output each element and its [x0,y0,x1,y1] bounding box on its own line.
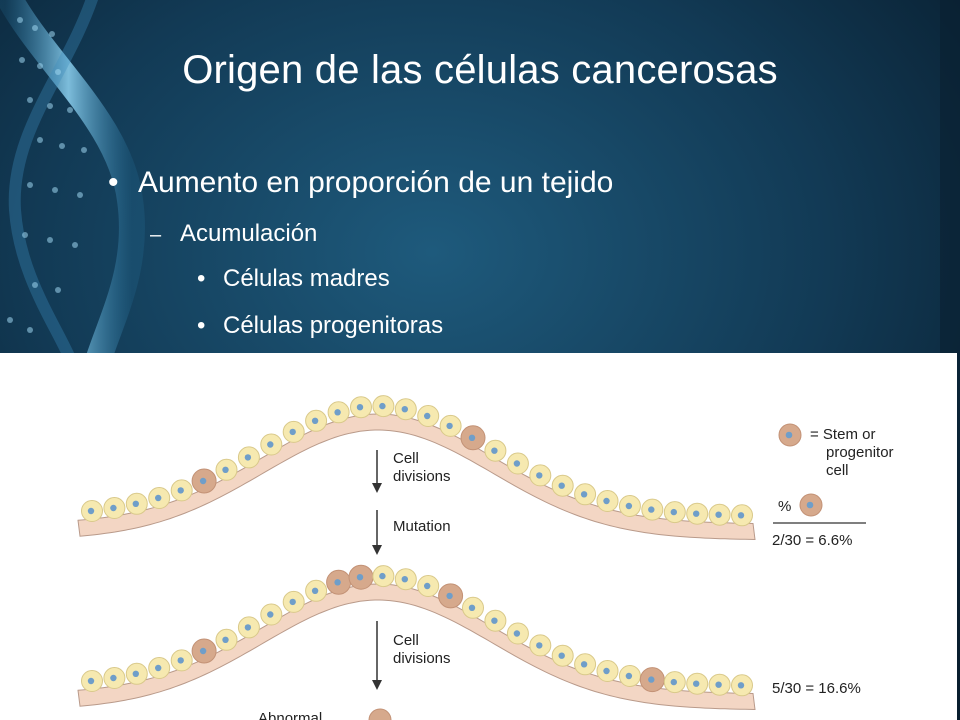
tissue-band [77,583,756,711]
legend-text: = Stem or progenitor cell [810,426,898,479]
normal-cell [417,575,440,597]
stem-cell-icon [799,493,823,517]
arrow-label-line: divisions [393,468,451,485]
arrow-cell-divisions-2 [372,621,382,690]
normal-cell [327,401,350,424]
normal-cell [462,596,484,619]
normal-cell [551,474,574,497]
normal-cell [260,433,283,456]
normal-cell [506,452,529,475]
abnormal-label: Abnormal [258,710,322,720]
normal-cell [237,616,260,639]
normal-cell [663,671,686,694]
normal-cell [394,568,417,591]
normal-cell [350,396,372,419]
normal-cell [439,414,462,437]
normal-cell [103,667,126,689]
normal-cell [215,628,238,651]
normal-cell [125,492,148,515]
stem-cell [191,468,217,494]
bullet-dot-icon: • [108,166,119,199]
stem-cell [438,583,464,609]
normal-cell [394,398,417,421]
normal-cell [731,504,753,527]
bullet-text: Células madres [223,265,390,292]
normal-cell [282,590,305,613]
stem-cell-icon [778,423,802,447]
normal-cell [81,670,103,692]
normal-cell [686,672,709,695]
dna-helix-decoration [0,0,145,360]
stem-cell-icon [368,708,392,720]
normal-cell [618,665,641,687]
tissue-figure: Cell divisions Mutation Cell divisions =… [0,353,957,720]
normal-cell [551,644,574,667]
normal-cell [529,634,552,657]
bullet-level1: • Aumento en proporción de un tejido [108,166,613,200]
tissue-row [77,564,756,711]
normal-cell [731,674,753,697]
normal-cell [148,657,171,679]
arrow-label-line: divisions [393,650,451,667]
arrow-label-line: Cell [393,450,419,467]
bullet-text: Aumento en proporción de un tejido [138,166,614,199]
normal-cell [417,405,440,427]
normal-cell [506,622,529,645]
normal-cell [708,673,731,696]
tissue-row [77,395,756,541]
bullet-level3: • Células progenitoras [197,312,443,340]
normal-cell [641,498,664,521]
ratio-label-2: 5/30 = 16.6% [772,680,861,697]
normal-cell [484,609,507,632]
arrow-mutation [372,510,382,555]
normal-cell [663,501,686,524]
arrow-label: Cell divisions [393,632,451,667]
normal-cell [596,490,619,512]
normal-cell [596,660,619,682]
normal-cell [170,649,193,672]
slide-title: Origen de las células cancerosas [182,48,778,92]
dash-icon: – [150,224,162,246]
stem-cell [348,564,374,590]
normal-cell [215,458,238,481]
bullet-text: Células progenitoras [223,312,444,339]
normal-cell [125,662,148,685]
fraction-header: % [773,493,866,524]
bullet-level3: • Células madres [197,265,390,293]
normal-cell [103,497,126,519]
normal-cell [708,503,731,526]
normal-cell [260,603,283,626]
normal-cell [686,502,709,525]
normal-cell [372,395,395,418]
normal-cell [574,483,597,506]
normal-cell [372,565,395,588]
normal-cell [484,439,507,462]
normal-cell [305,409,328,432]
bullet-text: Acumulación [180,220,318,247]
arrow-cell-divisions-1 [372,450,382,493]
bullet-dot-icon: • [197,265,206,292]
normal-cell [618,495,641,517]
arrow-label: Mutation [393,518,451,535]
stem-cell [460,425,486,451]
normal-cell [170,479,193,502]
stem-cell [639,667,665,693]
normal-cell [305,579,328,602]
normal-cell [282,420,305,443]
normal-cell [81,500,103,522]
percent-label: % [778,498,791,515]
ratio-label-1: 2/30 = 6.6% [772,532,852,549]
stem-cell [326,569,352,595]
bullet-level2: –Acumulación [150,220,317,248]
arrow-label: Cell divisions [393,450,451,485]
normal-cell [148,487,171,509]
tissue-band [77,413,756,541]
stem-cell [191,638,217,664]
normal-cell [574,653,597,676]
bullet-dot-icon: • [197,312,206,339]
normal-cell [529,464,552,487]
legend: = Stem or progenitor cell [778,423,898,479]
normal-cell [237,446,260,469]
arrow-label-line: Cell [393,632,419,649]
